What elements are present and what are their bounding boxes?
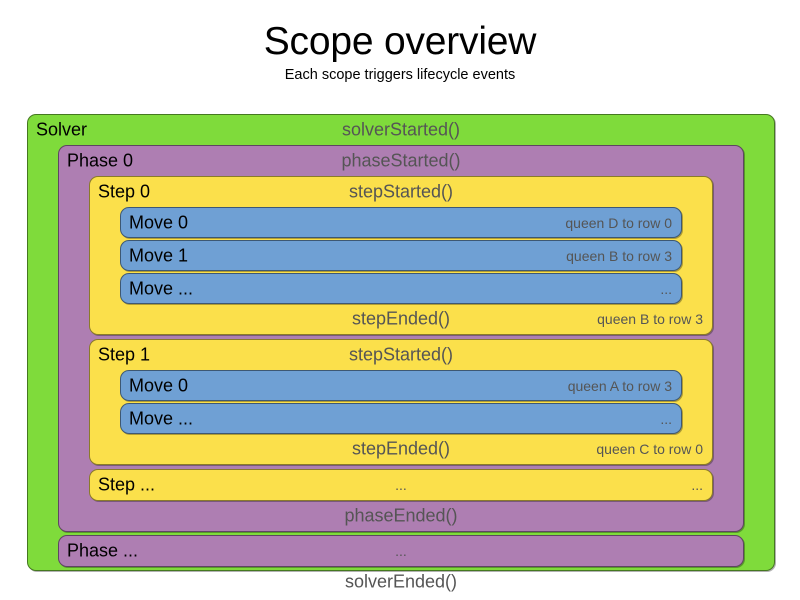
phase-ended-row: phaseEnded() <box>59 501 743 531</box>
solver-label: Solver <box>36 119 88 140</box>
move-label: Move ... <box>129 408 194 428</box>
step-started-event: stepStarted() <box>348 181 454 202</box>
step-ellipsis-event: ... <box>395 477 407 493</box>
page-title: Scope overview <box>263 20 537 63</box>
page-header: Scope overview Each scope triggers lifec… <box>0 0 800 83</box>
move-ellipsis-scope[interactable]: Move ... ... <box>120 273 682 304</box>
move-row: Move 0 queen D to row 0 <box>121 208 681 237</box>
phase-ellipsis-scope[interactable]: Phase ... ... <box>58 535 744 567</box>
move-label: Move 0 <box>129 212 189 232</box>
step-scope[interactable]: Step 0 stepStarted() Move 0 queen D to r… <box>89 176 713 335</box>
move-ellipsis-scope[interactable]: Move ... ... <box>120 403 682 434</box>
step-label: Step 1 <box>98 344 151 365</box>
scope-overview-diagram: Solver solverStarted() Phase 0 phaseStar… <box>27 114 775 592</box>
move-detail: queen A to row 3 <box>567 377 672 394</box>
solver-started-event: solverStarted() <box>341 119 461 140</box>
step-ended-row: stepEnded() queen C to row 0 <box>90 434 712 464</box>
solver-scope[interactable]: Solver solverStarted() Phase 0 phaseStar… <box>27 114 775 592</box>
move-scope[interactable]: Move 0 queen D to row 0 <box>120 207 682 238</box>
move-row: Move ... ... <box>121 404 681 433</box>
move-scope[interactable]: Move 0 queen A to row 3 <box>120 370 682 401</box>
move-row: Move 1 queen B to row 3 <box>121 241 681 270</box>
step-ended-row: stepEnded() queen B to row 3 <box>90 304 712 334</box>
move-label: Move 0 <box>129 375 189 395</box>
phase-ended-event: phaseEnded() <box>344 505 458 526</box>
phase-scope[interactable]: Phase 0 phaseStarted() Step 0 stepStarte… <box>58 145 744 532</box>
phase-ellipsis-event: ... <box>395 543 407 559</box>
phase-ellipsis-row: Phase ... ... <box>59 536 743 566</box>
move-detail: ... <box>660 410 672 427</box>
step-scope[interactable]: Step 1 stepStarted() Move 0 queen A to r… <box>89 339 713 465</box>
step-label: Step ... <box>98 474 156 495</box>
move-row: Move 0 queen A to row 3 <box>121 371 681 400</box>
move-row: Move ... ... <box>121 274 681 303</box>
page-subtitle: Each scope triggers lifecycle events <box>284 66 516 83</box>
phase-started-event: phaseStarted() <box>341 150 461 171</box>
move-detail: ... <box>660 280 672 297</box>
step-started-row: Step 1 stepStarted() <box>90 340 712 370</box>
step-started-event: stepStarted() <box>348 344 454 365</box>
move-label: Move 1 <box>129 245 189 265</box>
solver-ended-row: solverEnded() <box>28 567 774 597</box>
move-detail: queen D to row 0 <box>565 214 672 231</box>
solver-ended-event: solverEnded() <box>344 571 458 592</box>
step-ellipsis-detail: ... <box>691 477 703 493</box>
step-started-row: Step 0 stepStarted() <box>90 177 712 207</box>
phase-started-row: Phase 0 phaseStarted() <box>59 146 743 176</box>
move-detail: queen B to row 3 <box>566 247 672 264</box>
step-ellipsis-row: Step ... ... ... <box>90 470 712 500</box>
solver-started-row: Solver solverStarted() <box>28 115 774 145</box>
move-label: Move ... <box>129 278 194 298</box>
step-ellipsis-scope[interactable]: Step ... ... ... <box>89 469 713 501</box>
step-ended-detail: queen C to row 0 <box>596 441 703 457</box>
phase-label: Phase 0 <box>67 150 134 171</box>
step-ended-detail: queen B to row 3 <box>597 311 703 327</box>
move-scope[interactable]: Move 1 queen B to row 3 <box>120 240 682 271</box>
phase-label: Phase ... <box>67 540 139 561</box>
step-label: Step 0 <box>98 181 151 202</box>
